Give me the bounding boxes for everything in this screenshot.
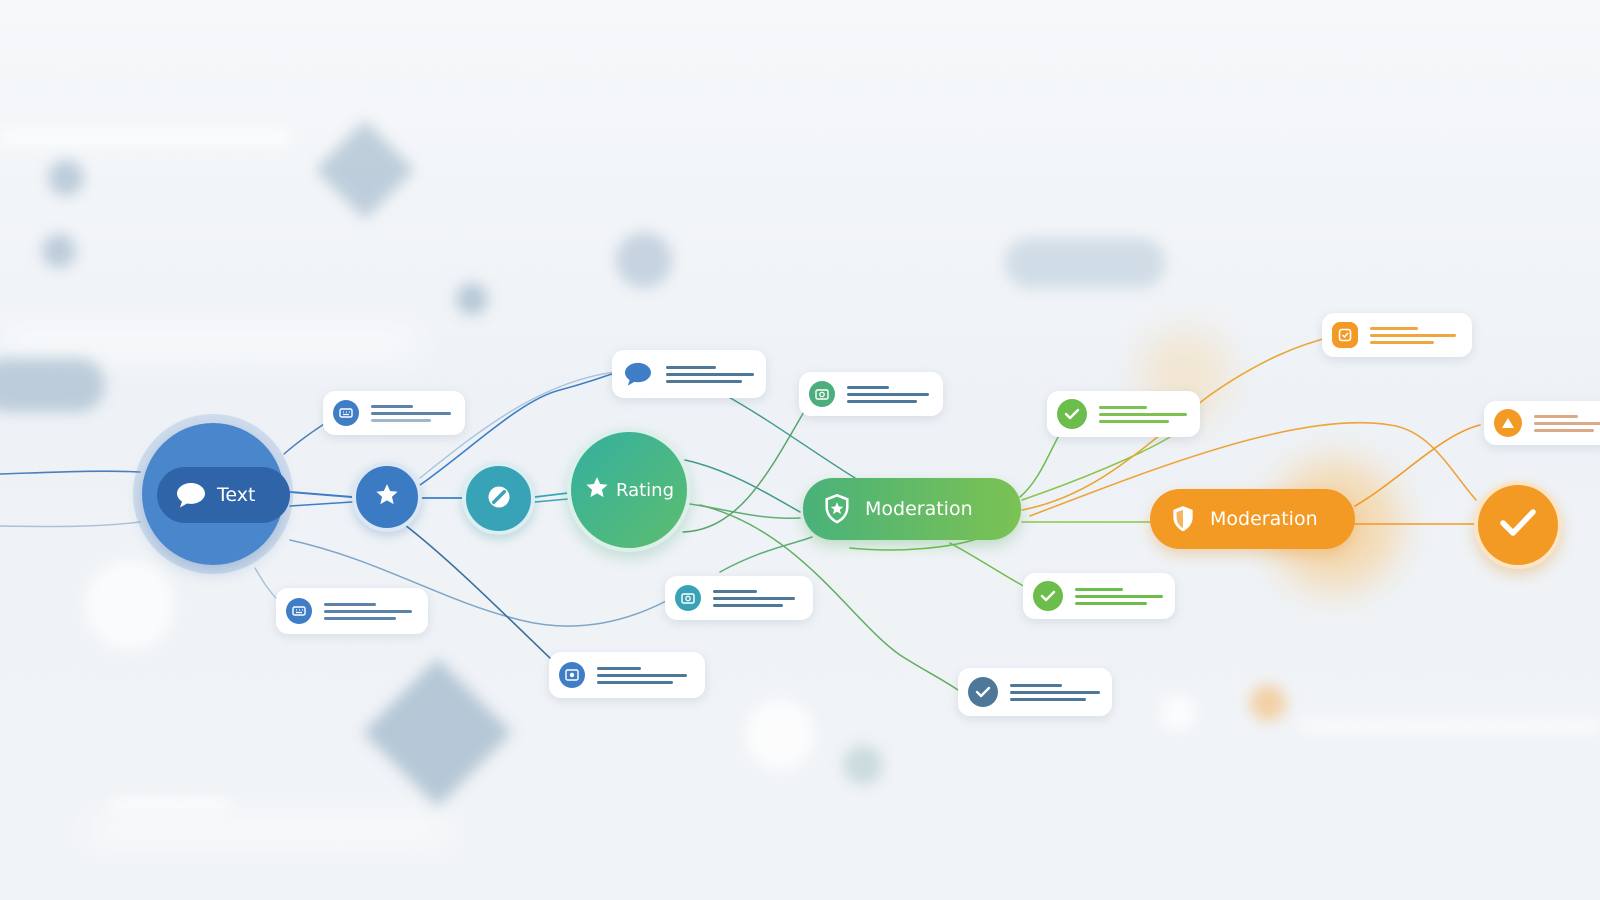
blurred-circle-shape [1250,685,1286,721]
detail-card[interactable] [1322,313,1472,357]
shield-icon [823,493,851,525]
placeholder-lines [1099,405,1187,423]
checkmark-icon [1057,399,1087,429]
blurred-circle-shape [48,160,84,196]
restriction-node[interactable] [462,462,535,535]
placeholder-lines [847,385,929,403]
image-icon [559,662,585,688]
checkmark-icon [1033,581,1063,611]
detail-card[interactable] [612,350,766,398]
blurred-circle-shape [616,232,672,288]
camera-icon [675,585,701,611]
keyboard-icon [286,598,312,624]
star-node[interactable] [352,462,422,532]
blurred-pill-shape [0,358,105,412]
blurred-circle-shape [745,700,815,770]
detail-card[interactable] [1023,573,1175,619]
rating-node[interactable]: Rating [567,428,691,552]
moderation-orange-label: Moderation [1210,508,1318,530]
warning-icon [1494,409,1522,437]
speech-bubble-icon [622,360,654,388]
placeholder-lines [1010,683,1100,701]
placeholder-lines [1370,326,1456,344]
blurred-circle-shape [843,745,883,785]
detail-card[interactable] [276,588,428,634]
moderation-node-orange[interactable]: Moderation [1150,489,1355,549]
placeholder-lines [666,365,754,383]
placeholder-lines [371,404,451,422]
moderation-node-green[interactable]: Moderation [803,478,1021,540]
text-node-label-pill[interactable]: Text [157,467,290,523]
placeholder-lines [713,589,795,607]
rating-node-label: Rating [615,479,675,501]
detail-card[interactable] [958,668,1112,716]
shield-icon [1170,504,1196,534]
detail-card[interactable] [1484,401,1600,445]
detail-card[interactable] [1047,391,1200,437]
blurred-circle-shape [85,560,175,650]
placeholder-lines [1075,587,1163,605]
task-box-icon [1332,322,1358,348]
detail-card[interactable] [323,391,465,435]
blurred-pill-shape [1005,238,1165,288]
approved-node[interactable] [1474,481,1562,569]
text-node-label: Text [217,484,256,506]
detail-card[interactable] [665,576,813,620]
star-icon [584,475,610,505]
placeholder-lines [597,666,687,684]
camera-icon [809,381,835,407]
checkmark-icon [1499,508,1537,542]
detail-card[interactable] [799,372,943,416]
detail-card[interactable] [549,652,705,698]
blurred-circle-shape [42,234,76,268]
keyboard-icon [333,400,359,426]
blurred-circle-shape [1160,695,1196,731]
placeholder-lines [1534,414,1600,432]
checkmark-icon [968,677,998,707]
blurred-circle-shape [456,283,488,315]
placeholder-lines [324,602,412,620]
moderation-green-label: Moderation [865,498,973,520]
no-entry-icon [485,483,513,515]
star-icon [374,482,400,512]
speech-bubble-icon [175,481,207,509]
